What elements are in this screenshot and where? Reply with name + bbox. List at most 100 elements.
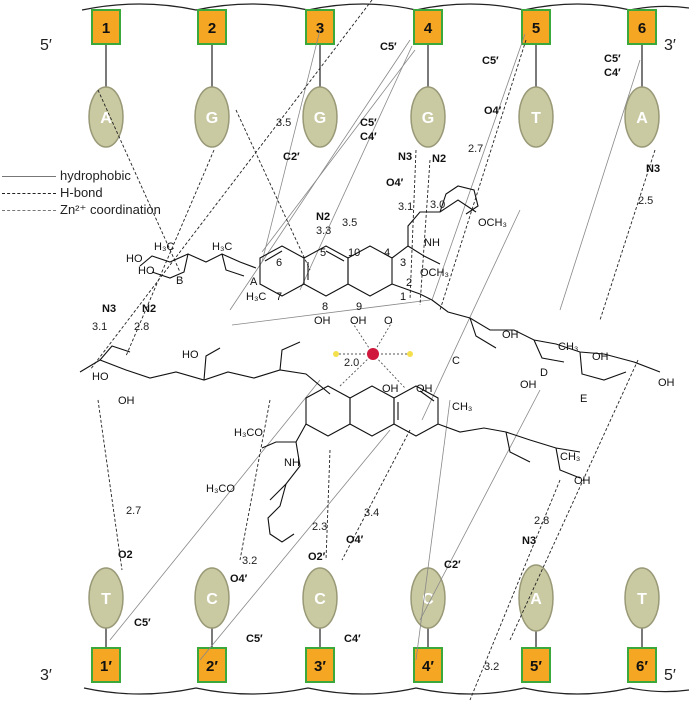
bottom-nucleotide-box	[627, 647, 657, 683]
bottom-position-label: 5′	[530, 658, 542, 675]
top-base	[302, 86, 338, 148]
top-position-label: 6	[638, 20, 646, 37]
top-position-label: 3	[316, 20, 324, 37]
top-nucleotide-box	[627, 9, 657, 45]
distance-label: 3.1	[398, 201, 413, 213]
atom-num-4: 4	[384, 247, 390, 259]
ligand-structure	[79, 185, 661, 543]
bottom-position-label: 1′	[100, 658, 112, 675]
distance-label: 3.4	[364, 507, 379, 519]
label-oh-e: OH	[592, 351, 609, 363]
label-ch3-c: CH₃	[558, 341, 578, 353]
top-base-letter: A	[636, 110, 648, 127]
molecule-labels: A B C D E 1 2 3 4 5 6 7 8 9 10 OCH₃ H₃C …	[92, 217, 675, 495]
label-n3-top1: N3	[102, 303, 116, 315]
label-o4p-top4: O4′	[386, 177, 404, 189]
bottom-end-left: 3′	[40, 667, 52, 684]
top-position-label: 1	[102, 20, 110, 37]
label-c4p-top4: C4′	[360, 131, 377, 143]
label-o4p-top5: O4′	[484, 105, 502, 117]
label-ch3-f: CH₃	[560, 451, 580, 463]
top-base	[624, 86, 660, 148]
label-oh-c: OH	[502, 329, 519, 341]
bottom-base-letter: C	[206, 591, 218, 608]
label-c5p-top4: C5′	[360, 117, 377, 129]
atom-num-7: 7	[276, 291, 282, 303]
atom-num-3: 3	[400, 257, 406, 269]
legend: hydrophobic H-bond Zn²⁺ coordination	[2, 168, 202, 219]
legend-label: H-bond	[60, 185, 103, 200]
top-base	[518, 86, 554, 148]
distance-label: 3.5	[276, 117, 291, 129]
top-base	[194, 86, 230, 148]
bottom-base	[518, 564, 554, 632]
distance-label: 3.2	[484, 661, 499, 673]
top-base	[410, 86, 446, 148]
bottom-nucleotide-box	[91, 647, 121, 683]
bottom-base	[88, 567, 124, 629]
distance-label: 2.8	[534, 515, 549, 527]
top-base-letter: T	[531, 110, 541, 127]
legend-swatch-solid	[2, 176, 56, 177]
label-c5p-bot1: C5′	[134, 617, 151, 629]
label-h3c-sugarB: H₃C	[154, 241, 174, 253]
bottom-nucleotide-box	[413, 647, 443, 683]
distance-labels: 3.5 2.7 3.1 3.0 3.3 3.5 2.5 3.1 2.8 2.0 …	[92, 117, 653, 673]
bottom-base-letter: C	[422, 591, 434, 608]
label-oh-9: OH	[350, 315, 367, 327]
legend-label: Zn²⁺ coordination	[60, 202, 161, 217]
bottom-base-letter: T	[101, 591, 111, 608]
ring-label-a: A	[250, 276, 258, 288]
label-oh-d: OH	[520, 379, 537, 391]
top-base	[88, 86, 124, 148]
label-ho-left: HO	[92, 371, 109, 383]
label-oh-left: OH	[118, 395, 135, 407]
label-oh-f: OH	[574, 475, 591, 487]
bottom-base	[194, 567, 230, 629]
atom-num-10: 10	[348, 247, 360, 259]
label-n3-top6: N3	[646, 163, 660, 175]
bottom-position-label: 4′	[422, 658, 434, 675]
legend-hbond: H-bond	[2, 185, 202, 202]
label-c5p-top5: C5′	[482, 55, 499, 67]
atom-labels: C5′ C5′ C5′ C4′ C5′ C4′ C2′ O4′ N3 N2 O4…	[102, 41, 660, 645]
label-ch3-lower: CH₃	[452, 401, 472, 413]
label-c5p-bot2: C5′	[246, 633, 263, 645]
atom-num-8: 8	[322, 301, 328, 313]
top-nucleotide-box	[521, 9, 551, 45]
legend-swatch-dashed	[2, 193, 56, 194]
hbond-lines	[89, 0, 656, 701]
label-c2p-top3: C2′	[283, 151, 300, 163]
distance-label: 3.0	[430, 199, 445, 211]
top-position-label: 4	[424, 20, 433, 37]
top-nucleotide-box	[197, 9, 227, 45]
atom-num-6: 6	[276, 257, 282, 269]
distance-label: 3.2	[242, 555, 257, 567]
top-base-letter: G	[422, 110, 434, 127]
zinc-ion	[367, 348, 379, 360]
label-oh-lower2: OH	[416, 383, 433, 395]
legend-hydrophobic: hydrophobic	[2, 168, 202, 185]
label-ester-top: OCH₃	[478, 217, 507, 229]
bottom-base-letter: C	[314, 591, 326, 608]
distance-label: 2.7	[468, 143, 483, 155]
bottom-backbone	[83, 687, 689, 695]
label-nh-lower: NH	[284, 457, 300, 469]
label-oh-e2: OH	[658, 377, 675, 389]
label-oh-8: OH	[314, 315, 331, 327]
legend-label: hydrophobic	[60, 168, 131, 183]
atom-num-1: 1	[400, 291, 406, 303]
label-och3-top: OCH₃	[420, 267, 449, 279]
ring-label-b: B	[176, 275, 183, 287]
label-c2p-bot4: C2′	[444, 559, 461, 571]
label-n3-bot5: N3	[522, 535, 536, 547]
top-nucleotide-box	[305, 9, 335, 45]
bottom-base-letter: T	[637, 591, 647, 608]
label-nh-top: NH	[424, 237, 440, 249]
top-base-letter: G	[314, 110, 326, 127]
distance-label: 2.7	[126, 505, 141, 517]
distance-label: 2.3	[312, 521, 327, 533]
bottom-base-letter: A	[530, 591, 542, 608]
